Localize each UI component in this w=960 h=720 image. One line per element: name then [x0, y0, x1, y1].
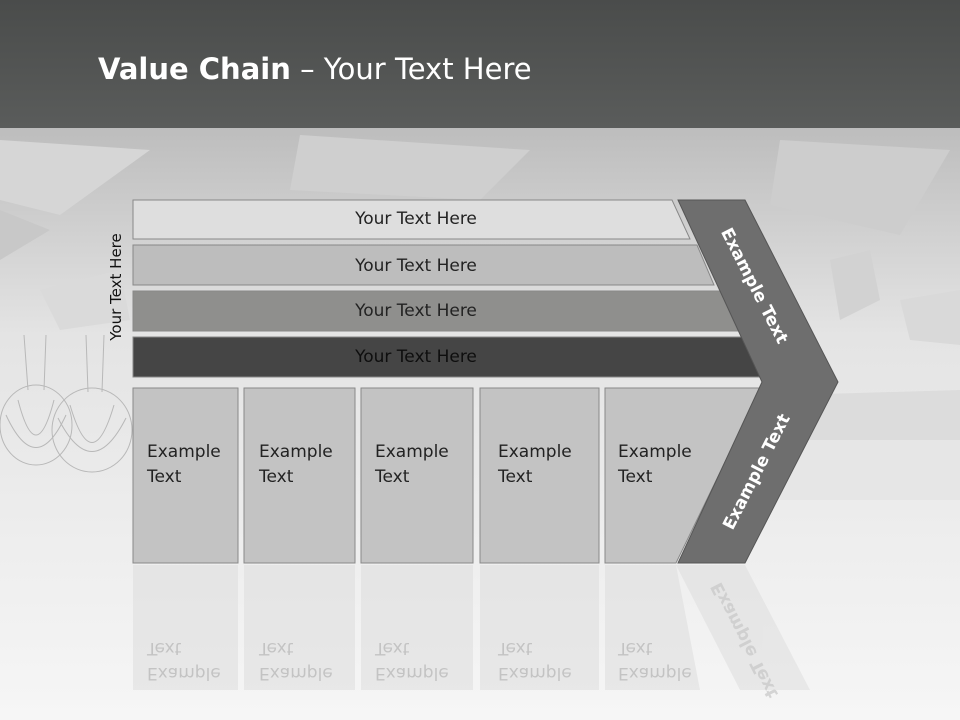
activity-reflection-1: Example Text [147, 635, 221, 685]
activity-box-2 [243, 387, 356, 564]
reflection-3-line1: Example [375, 663, 449, 683]
activity-4-line2: Text [498, 467, 533, 487]
activity-4-line1: Example [498, 442, 572, 462]
activity-box-1 [132, 387, 239, 564]
reflection-3-line2: Text [375, 638, 410, 658]
vase-right-icon [51, 334, 133, 473]
activity-box-3 [360, 387, 474, 564]
activity-box-5 [604, 387, 762, 564]
reflection-1-line2: Text [147, 638, 182, 658]
reflection-box-1 [133, 565, 238, 690]
activity-5-line2: Text [618, 467, 653, 487]
title-rest: – Your Text Here [290, 52, 532, 86]
header-bar: Value Chain – Your Text Here [0, 0, 960, 128]
reflection-group [133, 565, 810, 690]
activity-box-4 [479, 387, 600, 564]
reflection-2-line1: Example [259, 663, 333, 683]
activity-reflection-4: Example Text [498, 635, 572, 685]
vertical-label: Your Text Here [107, 233, 125, 341]
bar-2-label: Your Text Here [355, 256, 477, 276]
activity-5-line1: Example [618, 442, 692, 462]
activity-1-line1: Example [147, 442, 221, 462]
reflection-2-line2: Text [259, 638, 294, 658]
reflection-1-line1: Example [147, 663, 221, 683]
reflection-5-line1: Example [618, 663, 692, 683]
activity-3-line1: Example [375, 442, 449, 462]
page-title: Value Chain – Your Text Here [98, 52, 532, 86]
activity-reflection-3: Example Text [375, 635, 449, 685]
bar-3-label: Your Text Here [355, 301, 477, 321]
reflection-box-5 [605, 565, 700, 690]
reflection-box-3 [361, 565, 473, 690]
bar-2 [132, 244, 715, 286]
activities-group [132, 387, 762, 564]
activity-3-line2: Text [375, 467, 410, 487]
activity-reflection-2: Example Text [259, 635, 333, 685]
bar-4-label: Your Text Here [355, 347, 477, 367]
vase-left-icon [0, 334, 73, 466]
activity-reflection-5: Example Text [618, 635, 692, 685]
chevron-arrow [677, 199, 839, 564]
bars-group [132, 199, 764, 378]
reflection-box-4 [480, 565, 599, 690]
activity-2-line1: Example [259, 442, 333, 462]
reflection-chevron [676, 565, 810, 690]
reflection-4-line2: Text [498, 638, 533, 658]
reflection-5-line2: Text [618, 638, 653, 658]
bar-1-label: Your Text Here [355, 209, 477, 229]
activity-1-line2: Text [147, 467, 182, 487]
reflection-box-2 [244, 565, 355, 690]
activity-2-line2: Text [259, 467, 294, 487]
reflection-4-line1: Example [498, 663, 572, 683]
bar-1 [132, 199, 691, 240]
title-bold: Value Chain [98, 52, 291, 86]
